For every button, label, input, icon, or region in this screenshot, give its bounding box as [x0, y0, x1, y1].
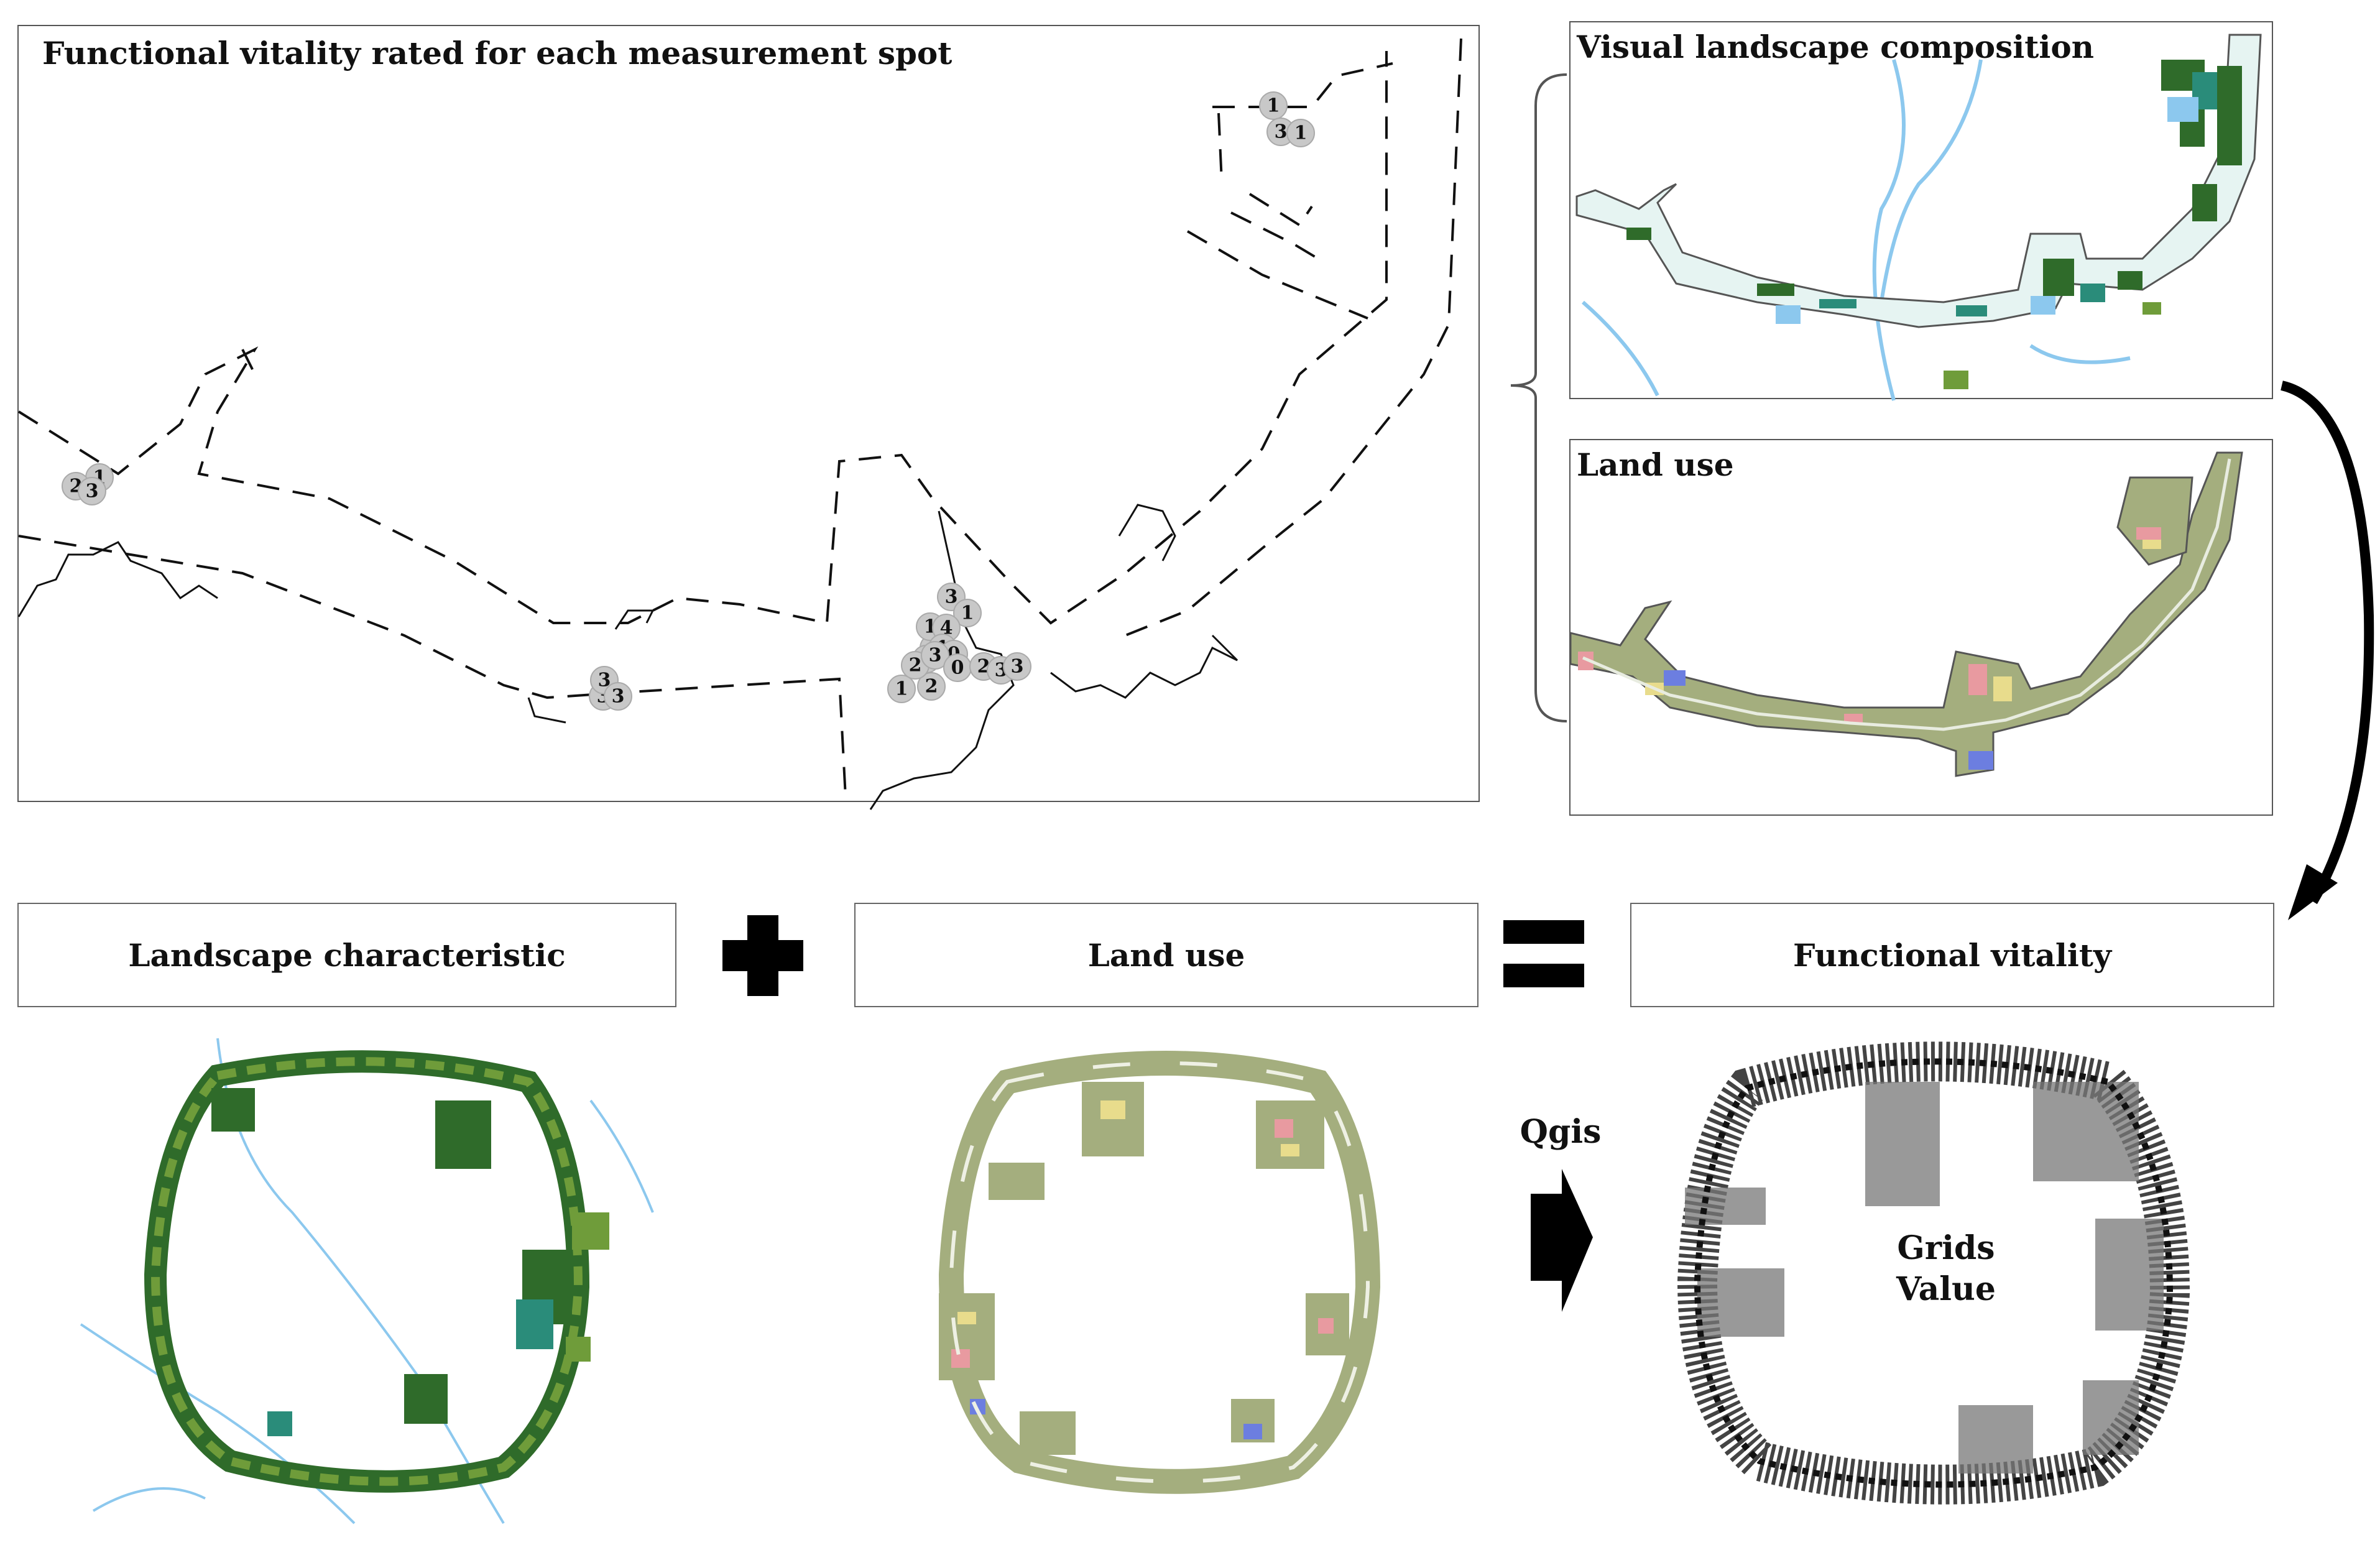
svg-text:3: 3: [945, 586, 958, 608]
landuse-panel-title: Land use: [1577, 446, 1734, 483]
landuse-ring-map: [938, 1051, 1381, 1494]
svg-text:0: 0: [951, 657, 964, 679]
landscape-composition-title: Visual landscape composition: [1577, 29, 2095, 65]
landscape-composition-panel: Visual landscape composition: [1569, 21, 2273, 401]
svg-text:3: 3: [1275, 121, 1288, 143]
svg-text:2: 2: [909, 655, 922, 676]
svg-text:2: 2: [925, 676, 938, 698]
svg-text:1: 1: [1267, 95, 1280, 117]
landuse-map: [1569, 451, 2243, 777]
svg-text:3: 3: [612, 686, 625, 708]
grouping-bracket: [1510, 73, 1567, 722]
grid-ring-edge: [1694, 1058, 2174, 1488]
measurement-spot: 0: [943, 653, 972, 682]
measurement-spot: 1: [1286, 119, 1315, 147]
functional-vitality-box: Functional vitality: [1630, 903, 2274, 1007]
landuse-panel: Land use: [1569, 439, 2273, 816]
svg-text:4: 4: [940, 617, 953, 639]
landscape-composition-map: [1575, 34, 2262, 401]
land-use-box: Land use: [854, 903, 1478, 1007]
grids-value-label: Grids Value: [1865, 1228, 2027, 1310]
measurement-spot: 3: [78, 477, 106, 505]
grids-label-line2: Value: [1896, 1270, 1996, 1308]
svg-text:3: 3: [86, 481, 99, 502]
svg-text:1: 1: [961, 602, 974, 624]
grid-cluster: [2083, 1380, 2139, 1455]
svg-text:3: 3: [598, 670, 611, 691]
svg-text:3: 3: [1011, 656, 1024, 678]
grid-cluster: [2095, 1219, 2164, 1331]
qgis-arrow: [1531, 1169, 1593, 1312]
measurement-spot: 3: [921, 641, 949, 670]
svg-text:1: 1: [1294, 122, 1308, 144]
vitality-spot-map-panel: Functional vitality rated for each measu…: [17, 25, 1480, 810]
measurement-spot: 3: [604, 682, 632, 711]
measurement-spot: 2: [917, 672, 946, 701]
svg-text:1: 1: [895, 678, 908, 700]
grid-cluster: [1958, 1405, 2033, 1474]
vitality-spot-map-title: Functional vitality rated for each measu…: [42, 35, 952, 72]
measurement-spot: 1: [953, 599, 982, 627]
grid-cluster: [1685, 1188, 1766, 1225]
qgis-label: Qgis: [1520, 1113, 1602, 1151]
plus-symbol: [722, 915, 803, 996]
landscape-ring-map: [80, 1038, 654, 1525]
grid-cluster: [1697, 1268, 1784, 1337]
measurement-spot: 1: [1259, 91, 1288, 120]
landscape-characteristic-box: Landscape characteristic: [17, 903, 676, 1007]
curved-flow-arrow: [2281, 381, 2374, 920]
grid-cluster: [2033, 1082, 2139, 1181]
grids-label-line1: Grids: [1897, 1229, 1995, 1267]
vitality-grid-map: [1677, 1041, 2190, 1505]
corridor-dashed-outline: [17, 38, 1462, 810]
measurement-spot: 1: [887, 675, 916, 703]
svg-text:3: 3: [929, 645, 942, 667]
equals-symbol: [1503, 920, 1584, 987]
grid-cluster: [1865, 1082, 1940, 1206]
measurement-spots: 1311233101224101233330233: [62, 91, 1315, 711]
measurement-spot: 3: [1003, 652, 1031, 681]
